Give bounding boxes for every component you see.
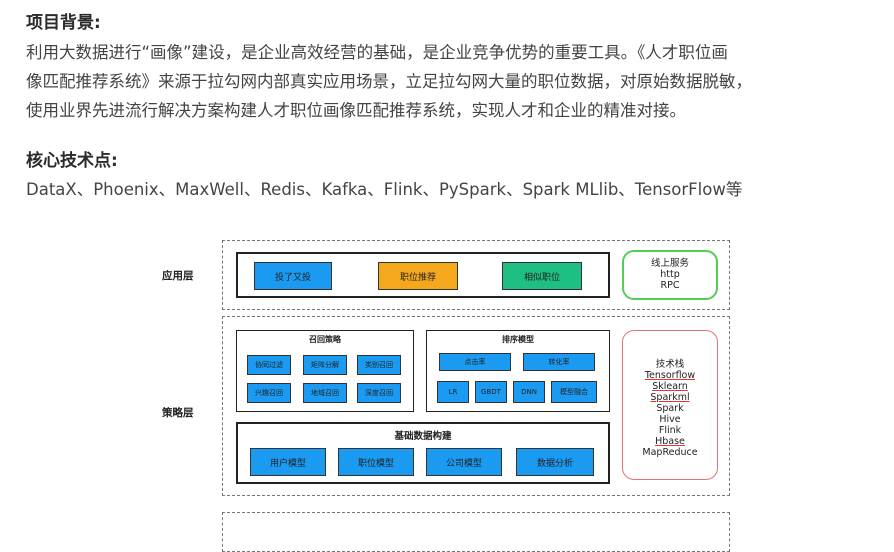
ranking-bottom-4: 模型融合	[551, 381, 597, 403]
ranking-model-box: 排序模型 点击率 转化率 LR GBDT DNN 模型融合	[426, 330, 610, 412]
online-service-rpc: RPC	[660, 280, 680, 291]
tech-stack-flink: Flink	[658, 425, 682, 436]
recall-item-2: 矩阵分解	[303, 355, 347, 375]
ranking-top-1: 点击率	[439, 353, 511, 371]
project-line-2: 像匹配推荐系统》来源于拉勾网内部真实应用场景，立足拉勾网大量的职位数据，对原始数…	[26, 72, 752, 91]
ranking-title: 排序模型	[502, 335, 534, 344]
recall-item-4: 兴趣召回	[247, 383, 291, 403]
base-data-box: 基础数据构建 用户模型 职位模型 公司模型 数据分析	[236, 422, 610, 484]
tech-stack-sklearn: Sklearn	[652, 381, 688, 392]
tech-stack-mapreduce: MapReduce	[642, 447, 698, 458]
recall-item-5: 地域召回	[303, 383, 347, 403]
app-layer-frame	[222, 240, 730, 310]
tech-stack-hbase: Hbase	[655, 436, 685, 447]
next-layer-frame	[222, 512, 730, 552]
online-service-box: 线上服务 http RPC	[622, 250, 718, 300]
core-tech-heading: 核心技术点:	[26, 151, 118, 171]
app-button-1: 投了又投	[254, 262, 332, 290]
base-item-2: 职位模型	[338, 448, 414, 476]
app-button-3: 相似职位	[502, 262, 582, 290]
tech-stack-spark: Spark	[656, 403, 684, 414]
app-button-2: 职位推荐	[378, 262, 458, 290]
base-item-1: 用户模型	[250, 448, 326, 476]
online-service-http: http	[660, 269, 680, 280]
ranking-bottom-2: GBDT	[475, 381, 507, 403]
base-item-3: 公司模型	[426, 448, 502, 476]
recall-item-1: 协同过滤	[247, 355, 291, 375]
online-service-title: 线上服务	[650, 258, 689, 269]
app-services-box: 投了又投 职位推荐 相似职位	[236, 252, 610, 298]
ranking-bottom-3: DNN	[513, 381, 545, 403]
app-layer-label: 应用层	[162, 270, 194, 282]
project-line-3: 使用业界先进流行解决方案构建人才职位画像匹配推荐系统，实现人才和企业的精准对接。	[26, 101, 686, 120]
tech-stack-hive: Hive	[659, 414, 681, 425]
recall-title: 召回策略	[309, 335, 341, 344]
ranking-bottom-1: LR	[437, 381, 469, 403]
base-data-title: 基础数据构建	[394, 431, 452, 442]
tech-stack-title: 技术栈	[655, 359, 685, 370]
recall-item-3: 类别召回	[357, 355, 401, 375]
tech-stack-sparkml: Sparkml	[650, 392, 690, 403]
project-line-1: 利用大数据进行“画像”建设，是企业高效经营的基础，是企业竞争优势的重要工具。《人…	[26, 43, 728, 62]
core-tech-list: DataX、Phoenix、MaxWell、Redis、Kafka、Flink、…	[26, 180, 743, 199]
strategy-layer-label: 策略层	[162, 407, 194, 419]
architecture-diagram: 应用层 投了又投 职位推荐 相似职位 线上服务 http RPC 策略层 召回策…	[150, 232, 740, 552]
base-item-4: 数据分析	[516, 448, 594, 476]
recall-item-6: 深度召回	[357, 383, 401, 403]
project-background-heading: 项目背景:	[26, 13, 101, 33]
strategy-layer-frame	[222, 316, 730, 496]
recall-strategy-box: 召回策略 协同过滤 矩阵分解 类别召回 兴趣召回 地域召回 深度召回	[236, 330, 414, 412]
tech-stack-box: 技术栈 Tensorflow Sklearn Sparkml Spark Hiv…	[622, 330, 718, 480]
ranking-top-2: 转化率	[523, 353, 595, 371]
tech-stack-tensorflow: Tensorflow	[644, 370, 696, 381]
